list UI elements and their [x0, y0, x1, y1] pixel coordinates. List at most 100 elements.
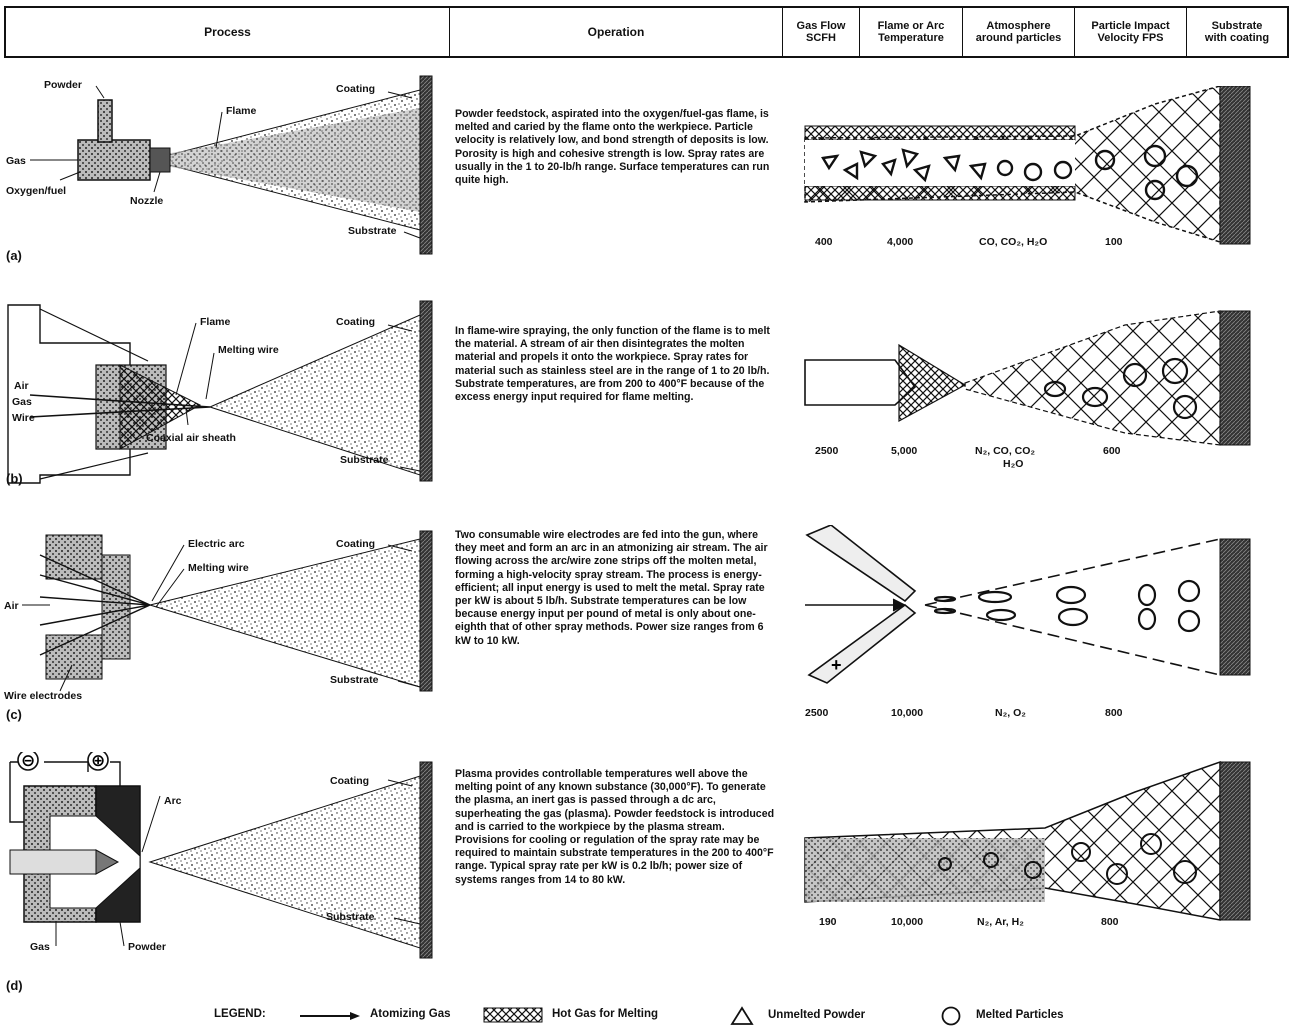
- row-b-flame-wire: Flame Coating Melting wire Air Gas Wire …: [0, 295, 1293, 495]
- label-substrate-d: Substrate: [326, 911, 375, 923]
- label-gas-b: Gas: [12, 396, 32, 408]
- gas-flow-b: 2500: [815, 445, 838, 457]
- header-impact-line1: Particle Impact: [1091, 20, 1169, 32]
- row-label-b: (b): [6, 471, 23, 486]
- label-gas-a: Gas: [6, 155, 26, 167]
- temperature-d: 10,000: [891, 916, 923, 928]
- label-coating-b: Coating: [336, 316, 375, 328]
- svg-text:+: +: [831, 655, 842, 675]
- schematic-d: [795, 752, 1265, 932]
- label-arc-d: Arc: [164, 795, 182, 807]
- label-coating-d: Coating: [330, 775, 369, 787]
- label-flame-b: Flame: [200, 316, 231, 328]
- label-wire-b: Wire: [12, 412, 35, 424]
- row-d-plasma: ⊖ ⊕ Arc Coating Substrate Gas Powder (d)…: [0, 752, 1293, 992]
- plus-terminal-d: ⊕: [91, 752, 105, 771]
- gas-flow-c: 2500: [805, 707, 828, 719]
- label-substrate-c: Substrate: [330, 674, 379, 686]
- label-coating-a: Coating: [336, 83, 375, 95]
- header-flame-temp-line2: Temperature: [878, 32, 944, 44]
- velocity-d: 800: [1101, 916, 1119, 928]
- header-impact: Particle Impact Velocity FPS: [1075, 8, 1187, 56]
- velocity-b: 600: [1103, 445, 1121, 457]
- velocity-a: 100: [1105, 236, 1123, 248]
- schematic-c: +: [795, 525, 1265, 695]
- label-substrate-a: Substrate: [348, 225, 397, 237]
- atmosphere-c: N₂, O₂: [995, 707, 1026, 719]
- legend: LEGEND: Atomizing Gas Hot Gas for Meltin…: [0, 1006, 1293, 1026]
- substrate-coated-b: [1220, 311, 1250, 445]
- label-powder-a: Powder: [44, 79, 82, 91]
- atmosphere-d: N₂, Ar, H₂: [977, 916, 1024, 928]
- temperature-a: 4,000: [887, 236, 913, 248]
- schematic-a: [795, 86, 1265, 246]
- operation-text-c: Two consumable wire electrodes are fed i…: [455, 529, 777, 648]
- header-substrate-line2: with coating: [1205, 32, 1269, 44]
- header-gas-flow: Gas Flow SCFH: [783, 8, 860, 56]
- atmosphere-b-line2: H₂O: [1003, 458, 1023, 470]
- powder-hopper-a: [98, 100, 112, 142]
- temperature-b: 5,000: [891, 445, 917, 457]
- label-substrate-b: Substrate: [340, 454, 389, 466]
- substrate-coated-d: [1220, 762, 1250, 920]
- gas-flow-d: 190: [819, 916, 837, 928]
- legend-unmelted: Unmelted Powder: [768, 1009, 865, 1021]
- substrate-wall-a: [420, 76, 432, 254]
- header-atmosphere-line2: around particles: [976, 32, 1062, 44]
- header-atmosphere-line1: Atmosphere: [986, 20, 1050, 32]
- header-gas-flow-line2: SCFH: [806, 32, 836, 44]
- substrate-wall-c: [420, 531, 432, 691]
- substrate-wall-d: [420, 762, 432, 958]
- header-substrate-line1: Substrate: [1212, 20, 1263, 32]
- gun-body-a: [78, 140, 150, 180]
- atmosphere-b: N₂, CO, CO₂: [975, 445, 1035, 457]
- label-air-c: Air: [4, 600, 19, 612]
- substrate-coated-a: [1220, 86, 1250, 244]
- temperature-c: 10,000: [891, 707, 923, 719]
- label-melting-wire-b: Melting wire: [218, 344, 279, 356]
- label-air-b: Air: [14, 380, 29, 392]
- velocity-c: 800: [1105, 707, 1123, 719]
- process-diagram-d: ⊖ ⊕ Arc Coating Substrate Gas Powder: [0, 752, 450, 972]
- legend-atomizing-gas: Atomizing Gas: [370, 1008, 451, 1020]
- header-atmosphere: Atmosphere around particles: [963, 8, 1075, 56]
- row-a-flame-powder: Powder Flame Coating Gas Oxygen/fuel Noz…: [0, 68, 1293, 268]
- header-impact-line2: Velocity FPS: [1097, 32, 1163, 44]
- process-diagram-c: Electric arc Coating Melting wire Air Wi…: [0, 525, 450, 705]
- gas-flow-a: 400: [815, 236, 833, 248]
- atmosphere-a: CO, CO₂, H₂O: [979, 236, 1047, 248]
- label-coaxial-b: Coaxial air sheath: [146, 432, 236, 444]
- header-flame-temp-line1: Flame or Arc: [878, 20, 945, 32]
- header-substrate: Substrate with coating: [1187, 8, 1287, 56]
- process-diagram-a: Powder Flame Coating Gas Oxygen/fuel Noz…: [0, 68, 450, 258]
- table-header: Process Operation Gas Flow SCFH Flame or…: [4, 6, 1289, 58]
- header-gas-flow-line1: Gas Flow: [797, 20, 846, 32]
- row-c-arc-wire: Electric arc Coating Melting wire Air Wi…: [0, 525, 1293, 725]
- label-coating-c: Coating: [336, 538, 375, 550]
- row-label-a: (a): [6, 248, 22, 263]
- row-label-d: (d): [6, 978, 23, 993]
- schematic-b: [795, 305, 1265, 455]
- process-diagram-b: Flame Coating Melting wire Air Gas Wire …: [0, 295, 450, 485]
- operation-text-b: In flame-wire spraying, the only functio…: [455, 325, 777, 404]
- unmelted-triangle-icon: [730, 1006, 754, 1026]
- melted-circle-icon: [940, 1006, 962, 1026]
- legend-title: LEGEND:: [214, 1008, 266, 1020]
- label-flame-a: Flame: [226, 105, 257, 117]
- legend-melted: Melted Particles: [976, 1009, 1064, 1021]
- row-label-c: (c): [6, 707, 22, 722]
- label-gas-d: Gas: [30, 941, 50, 953]
- substrate-coated-c: [1220, 539, 1250, 675]
- hot-gas-hatch-icon: [482, 1006, 544, 1024]
- label-melting-wire-c: Melting wire: [188, 562, 249, 574]
- minus-terminal-d: ⊖: [21, 752, 35, 771]
- label-oxygen-fuel-a: Oxygen/fuel: [6, 185, 66, 197]
- operation-text-a: Powder feedstock, aspirated into the oxy…: [455, 108, 777, 187]
- label-powder-d: Powder: [128, 941, 166, 953]
- header-flame-temp: Flame or Arc Temperature: [860, 8, 963, 56]
- legend-hot-gas: Hot Gas for Melting: [552, 1008, 658, 1020]
- atomizing-gas-arrow-icon: [298, 1010, 364, 1022]
- header-operation: Operation: [450, 8, 783, 56]
- label-nozzle-a: Nozzle: [130, 195, 163, 207]
- label-wire-electrodes-c: Wire electrodes: [4, 690, 82, 702]
